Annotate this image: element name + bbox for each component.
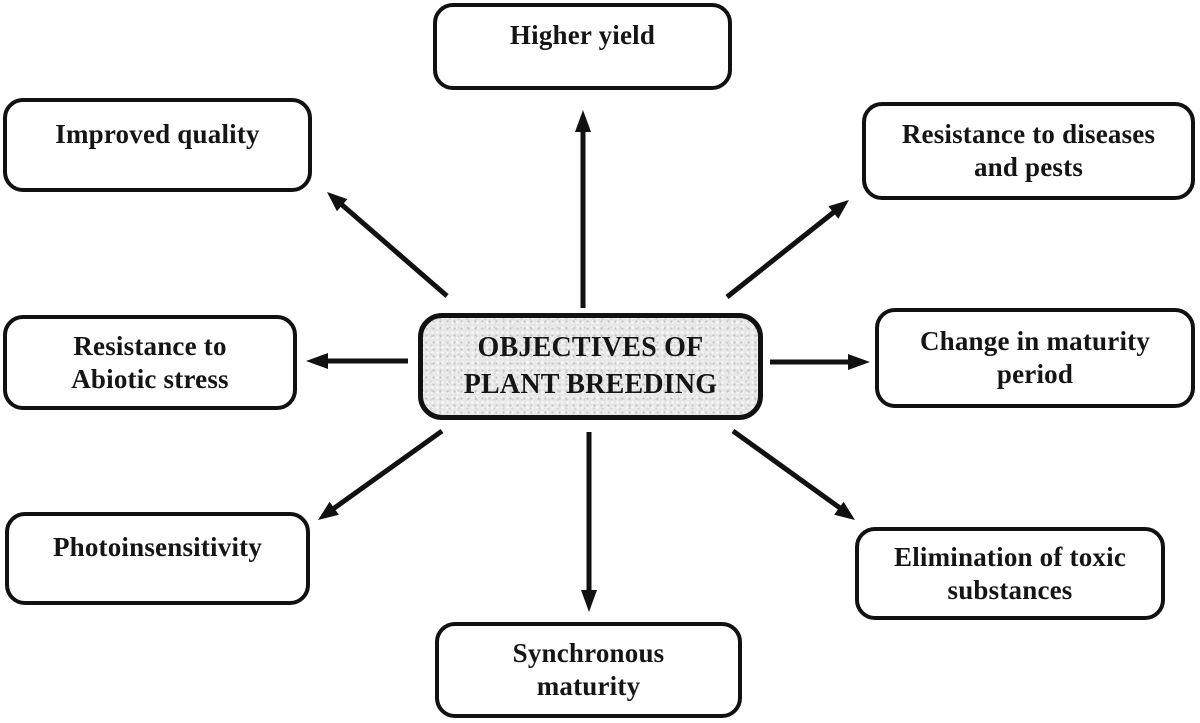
arrowhead-photoinsensitivity: [318, 501, 339, 520]
arrowhead-change-maturity: [848, 354, 870, 370]
arrowhead-synchronous: [581, 590, 597, 612]
center-node-label: OBJECTIVES OF PLANT BREEDING: [463, 332, 718, 400]
node-change-maturity-label: Change in maturity period: [919, 326, 1151, 389]
arrowhead-elimination-toxic: [834, 501, 855, 520]
node-resistance-to-abiotic-stress: Resistance to Abiotic stress: [3, 315, 297, 410]
node-higher-yield-label: Higher yield: [509, 20, 656, 51]
arrowhead-resistance-abiotic: [306, 353, 328, 369]
node-improved-quality-label: Improved quality: [55, 118, 260, 149]
arrow-center-to-improved-quality: [339, 202, 449, 298]
arrow-center-to-elimination-toxic: [731, 428, 842, 511]
node-synchronous-maturity-label: Synchronous maturity: [512, 638, 665, 701]
node-change-in-maturity-period: Change in maturity period: [875, 308, 1195, 408]
node-higher-yield: Higher yield: [433, 3, 732, 90]
arrow-center-to-photoinsensitivity: [331, 428, 444, 512]
node-elimination-toxic-label: Elimination of toxic substances: [894, 541, 1126, 605]
node-photoinsensitivity-label: Photoinsensitivity: [52, 532, 263, 563]
node-resistance-abiotic-label: Resistance to Abiotic stress: [71, 330, 229, 394]
arrowhead-resistance-diseases: [828, 200, 849, 219]
node-synchronous-maturity: Synchronous maturity: [435, 622, 742, 718]
node-objectives-of-plant-breeding: OBJECTIVES OF PLANT BREEDING: [418, 313, 763, 420]
arrowhead-improved-quality: [327, 192, 348, 212]
node-elimination-of-toxic-substances: Elimination of toxic substances: [855, 527, 1165, 620]
arrowhead-higher-yield: [575, 110, 591, 132]
node-resistance-diseases-label: Resistance to diseases and pests: [901, 119, 1156, 182]
node-improved-quality: Improved quality: [3, 98, 312, 192]
node-resistance-to-diseases-and-pests: Resistance to diseases and pests: [862, 102, 1195, 200]
arrow-center-to-resistance-diseases: [725, 210, 836, 299]
node-photoinsensitivity: Photoinsensitivity: [5, 512, 310, 605]
